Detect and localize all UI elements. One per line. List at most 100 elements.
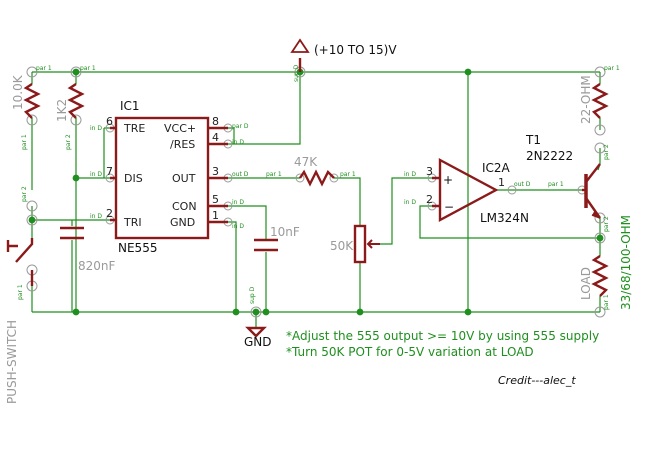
- pad-label: par D: [232, 123, 249, 130]
- pad-label: par 1: [266, 171, 282, 178]
- pad-label: in D: [90, 171, 102, 178]
- con-wire: [228, 205, 267, 240]
- junction-dot: [28, 216, 36, 224]
- ic1-pin-8: 8: [212, 115, 219, 128]
- load-resistor: [591, 255, 609, 297]
- ic2-plus-sign: +: [443, 173, 453, 187]
- pad-label: par 1: [17, 284, 24, 300]
- ground-symbol: [245, 326, 267, 338]
- ic1-part: NE555: [118, 241, 157, 255]
- note-line-1: *Adjust the 555 output >= 10V by using 5…: [286, 329, 599, 343]
- ic2-pin-1: 1: [498, 176, 505, 189]
- wiper-wire: [368, 177, 432, 245]
- feedback-wire: [419, 205, 600, 239]
- pad: [594, 306, 606, 318]
- ic1-pin-con: CON: [172, 200, 197, 213]
- junction-dot: [252, 308, 260, 316]
- load-value: 33/68/100-OHM: [619, 215, 633, 310]
- ic1-pin-gnd: GND: [170, 216, 195, 229]
- ic1-pin-res: /RES: [170, 138, 195, 151]
- pad-label: par 2: [21, 186, 28, 202]
- junction-dot: [464, 308, 472, 316]
- ic2-pin-2: 2: [426, 193, 433, 206]
- r3-resistor: [591, 83, 609, 119]
- ic1-pin-7: 7: [106, 165, 113, 178]
- pad: [295, 173, 305, 183]
- push-switch: [6, 238, 34, 286]
- pad-label: in D: [404, 171, 416, 178]
- pad: [594, 232, 606, 244]
- pad-label: par 1: [340, 171, 356, 178]
- junctions: [28, 68, 604, 316]
- pad: [594, 66, 606, 78]
- pad-label: sup D: [293, 64, 300, 82]
- pot-value: 50K: [330, 239, 354, 253]
- ic1-pin-4: 4: [212, 131, 219, 144]
- pad-label: out D: [514, 181, 531, 188]
- c2-value: 10nF: [270, 225, 300, 239]
- gnd-label: GND: [244, 335, 272, 349]
- gnd-pin-wire: [228, 221, 237, 312]
- pad: [26, 66, 38, 78]
- pot-50k: [353, 224, 380, 264]
- junction-dot: [72, 174, 80, 182]
- junction-dot: [232, 308, 240, 316]
- r1-resistor: [23, 83, 41, 119]
- pad: [594, 212, 606, 224]
- pad-label: par 1: [603, 294, 610, 310]
- pad-label: par 2: [65, 134, 72, 150]
- opamp-lm324: [432, 157, 499, 223]
- pad-label: in D: [232, 199, 244, 206]
- note-line-2: *Turn 50K POT for 0-5V variation at LOAD: [286, 345, 534, 359]
- ic2-pin-3: 3: [426, 165, 433, 178]
- r47-resistor: [299, 169, 335, 187]
- ic1-pin-vcc: VCC+: [164, 122, 196, 135]
- ic1-pin-2: 2: [106, 207, 113, 220]
- pad: [26, 200, 38, 212]
- ic1-pin-3: 3: [212, 165, 219, 178]
- pad-label: par 2: [603, 216, 610, 232]
- c1-value: 820nF: [78, 259, 116, 273]
- junction-dot: [464, 68, 472, 76]
- r47-pot-wire: [334, 177, 361, 226]
- pad-label: par 1: [21, 134, 28, 150]
- pad-label: in D: [404, 199, 416, 206]
- pad-rings: [26, 66, 606, 318]
- t1-part: 2N2222: [526, 149, 573, 163]
- pad-label: in D: [90, 213, 102, 220]
- pad-label: par 2: [603, 144, 610, 160]
- pad: [507, 185, 517, 195]
- ic1-pin-tri: TRI: [123, 216, 142, 229]
- r2-resistor: [67, 83, 85, 119]
- ic2-minus-sign: −: [444, 200, 454, 214]
- switch-label: PUSH-SWITCH: [5, 320, 19, 404]
- transistor-t1: [582, 163, 601, 219]
- pad-label: in D: [90, 125, 102, 132]
- pad-label: in D: [232, 139, 244, 146]
- pad: [70, 114, 82, 126]
- pad: [250, 306, 262, 318]
- ic1-pin-6: 6: [106, 115, 113, 128]
- ic1-pins: [110, 126, 228, 224]
- pad: [329, 173, 339, 183]
- vcc-wire: [228, 72, 301, 145]
- ic1-pin-tre: TRE: [123, 122, 145, 135]
- c1-capacitor: [60, 226, 84, 240]
- ic2-part: LM324N: [480, 211, 529, 225]
- pad-label: sup D: [249, 286, 256, 304]
- pad: [594, 124, 606, 136]
- supply-symbol: [290, 38, 310, 72]
- ic2-name: IC2A: [482, 161, 511, 175]
- credit-text: Credit---alec_t: [498, 374, 576, 387]
- junction-dot: [596, 234, 604, 242]
- load-label: LOAD: [579, 267, 593, 300]
- junction-dot: [356, 308, 364, 316]
- pad-label: par 1: [80, 65, 96, 72]
- r1-value: 10.0K: [11, 74, 25, 110]
- pad: [26, 214, 38, 226]
- pad: [594, 142, 606, 154]
- r3-value: 22-OHM: [579, 75, 593, 124]
- pad: [70, 66, 82, 78]
- pad-label: par 1: [548, 181, 564, 188]
